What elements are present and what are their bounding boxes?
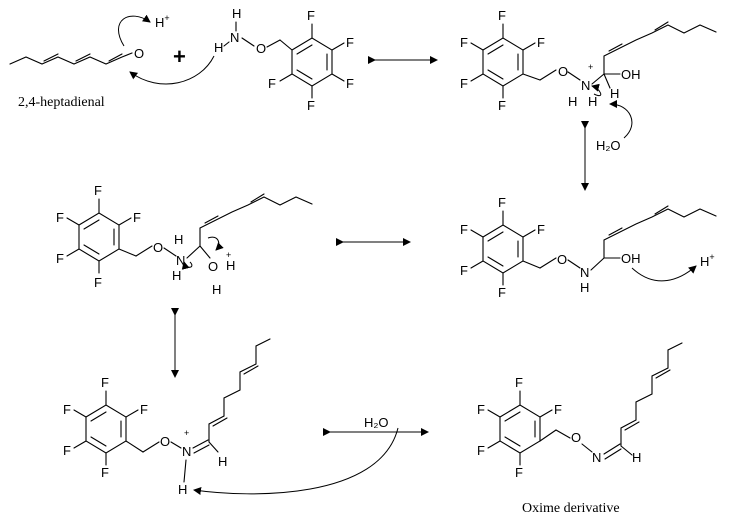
curved-arrow-water-deprotonate — [609, 100, 633, 139]
svg-text:F: F — [94, 183, 102, 198]
svg-text:H: H — [610, 86, 619, 101]
svg-text:N: N — [230, 30, 239, 45]
svg-text:N: N — [581, 78, 590, 93]
oxime-label: Oxime derivative — [522, 501, 620, 516]
iminium-intermediate: F F F F F O N + H H — [63, 338, 271, 497]
svg-text:+: + — [226, 250, 231, 260]
svg-text:OH: OH — [621, 67, 641, 82]
oxime-product: F F F F F O N H Oxime derivative — [477, 342, 683, 516]
curved-arrow-protonation — [118, 14, 151, 47]
atom-O: O — [134, 46, 144, 61]
svg-text:F: F — [554, 402, 562, 417]
svg-text:F: F — [101, 465, 109, 480]
svg-text:H: H — [214, 40, 223, 55]
pfbha-reagent: H H N O F F F F F — [214, 6, 354, 113]
svg-text:H: H — [232, 6, 241, 21]
svg-text:F: F — [460, 35, 468, 50]
h-plus-1: H+ — [155, 13, 170, 30]
svg-text:O: O — [208, 259, 218, 274]
svg-text:F: F — [268, 76, 276, 91]
svg-text:F: F — [477, 443, 485, 458]
svg-text:+: + — [588, 62, 593, 72]
svg-text:OH: OH — [621, 251, 641, 266]
svg-text:+: + — [184, 428, 189, 438]
svg-text:F: F — [133, 210, 141, 225]
h-plus-2: H+ — [700, 252, 715, 269]
svg-text:F: F — [515, 465, 523, 480]
intermediate-4: F F F F F O N H H O H H + — [56, 183, 313, 297]
water-1: H₂O — [596, 138, 621, 153]
curved-arrow-n-attack — [129, 55, 215, 85]
svg-text:F: F — [498, 98, 506, 113]
svg-text:F: F — [498, 195, 506, 210]
svg-text:F: F — [140, 402, 148, 417]
svg-text:H: H — [226, 258, 235, 273]
svg-text:N: N — [580, 265, 589, 280]
svg-text:H: H — [178, 482, 187, 497]
heptadienal-label: 2,4-heptadienal — [18, 95, 105, 110]
svg-text:O: O — [558, 64, 568, 79]
svg-text:N: N — [176, 253, 185, 268]
svg-text:H: H — [580, 280, 589, 295]
svg-text:F: F — [460, 222, 468, 237]
svg-text:F: F — [477, 402, 485, 417]
svg-text:F: F — [537, 222, 545, 237]
water-2: H₂O — [364, 415, 389, 430]
svg-text:F: F — [94, 275, 102, 290]
svg-text:F: F — [63, 402, 71, 417]
plus-sign: + — [173, 44, 186, 69]
svg-text:F: F — [63, 443, 71, 458]
svg-text:F: F — [460, 76, 468, 91]
svg-text:F: F — [307, 8, 315, 23]
svg-text:N: N — [592, 450, 601, 465]
curved-arrow-water-bottom — [193, 427, 399, 495]
svg-text:H: H — [588, 94, 597, 109]
svg-text:N: N — [182, 444, 191, 459]
svg-text:F: F — [307, 98, 315, 113]
svg-text:F: F — [56, 251, 64, 266]
svg-text:F: F — [498, 8, 506, 23]
svg-text:H: H — [568, 94, 577, 109]
svg-text:H: H — [172, 268, 181, 283]
heptadienal-molecule: O 2,4-heptadienal — [9, 46, 144, 110]
svg-text:F: F — [101, 375, 109, 390]
svg-text:H: H — [632, 450, 641, 465]
svg-text:O: O — [256, 41, 266, 56]
svg-text:O: O — [153, 240, 163, 255]
svg-text:F: F — [498, 285, 506, 300]
svg-text:F: F — [346, 35, 354, 50]
curved-arrow-protonate-oh — [631, 265, 697, 282]
svg-text:F: F — [515, 375, 523, 390]
svg-text:O: O — [160, 434, 170, 449]
intermediate-2: F F F F F O N + H H OH H — [460, 8, 717, 113]
svg-text:F: F — [56, 210, 64, 225]
svg-text:F: F — [460, 263, 468, 278]
svg-text:F: F — [346, 76, 354, 91]
svg-text:F: F — [537, 35, 545, 50]
svg-text:H: H — [212, 282, 221, 297]
intermediate-3: F F F F F O N H OH — [460, 195, 717, 300]
svg-text:H: H — [218, 454, 227, 469]
svg-text:H: H — [174, 232, 183, 247]
svg-text:O: O — [557, 252, 567, 267]
svg-text:O: O — [571, 430, 581, 445]
